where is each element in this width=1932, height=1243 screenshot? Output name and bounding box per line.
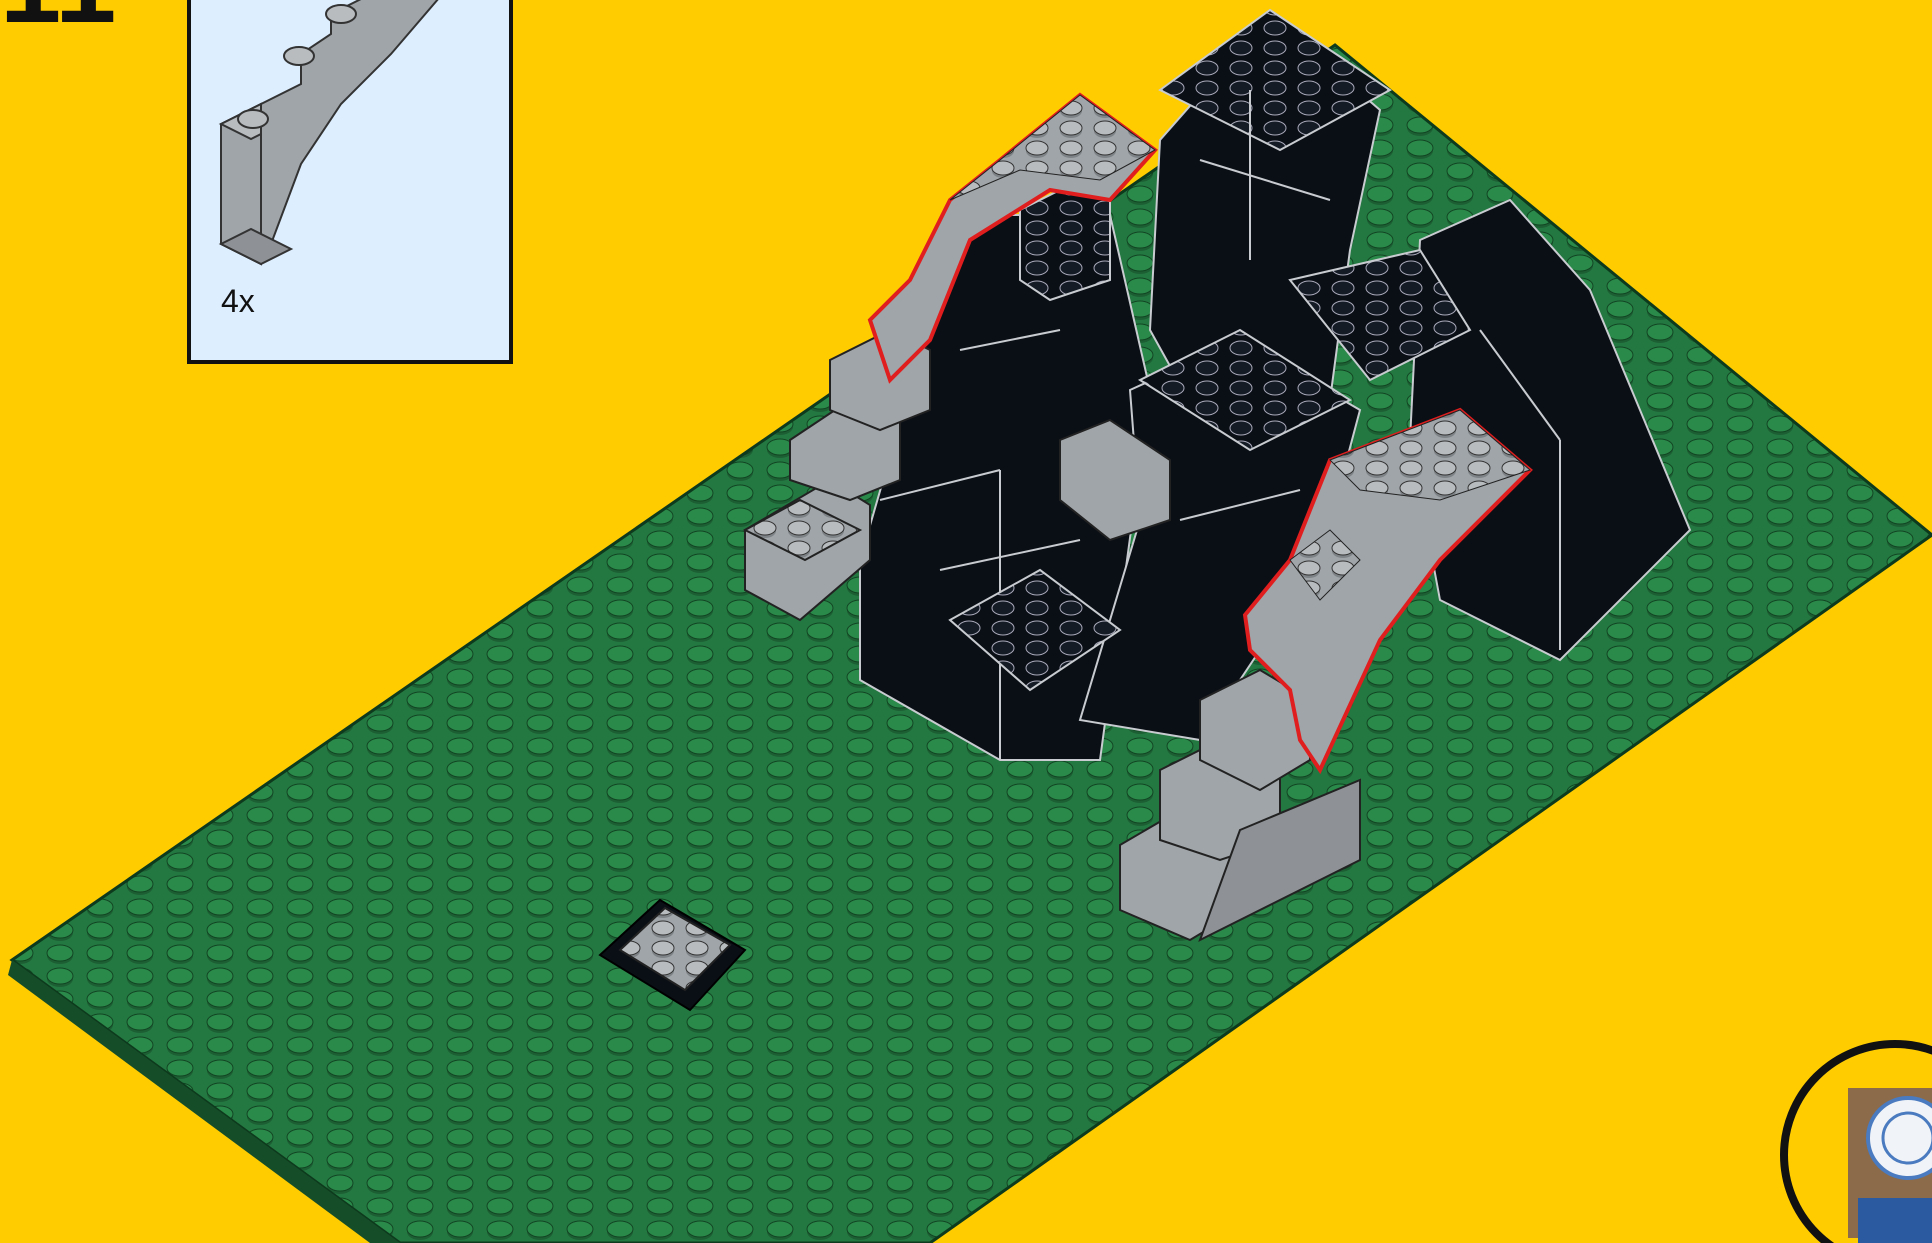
parts-callout: 4x (187, 0, 513, 364)
part-quantity: 4x (221, 283, 255, 320)
